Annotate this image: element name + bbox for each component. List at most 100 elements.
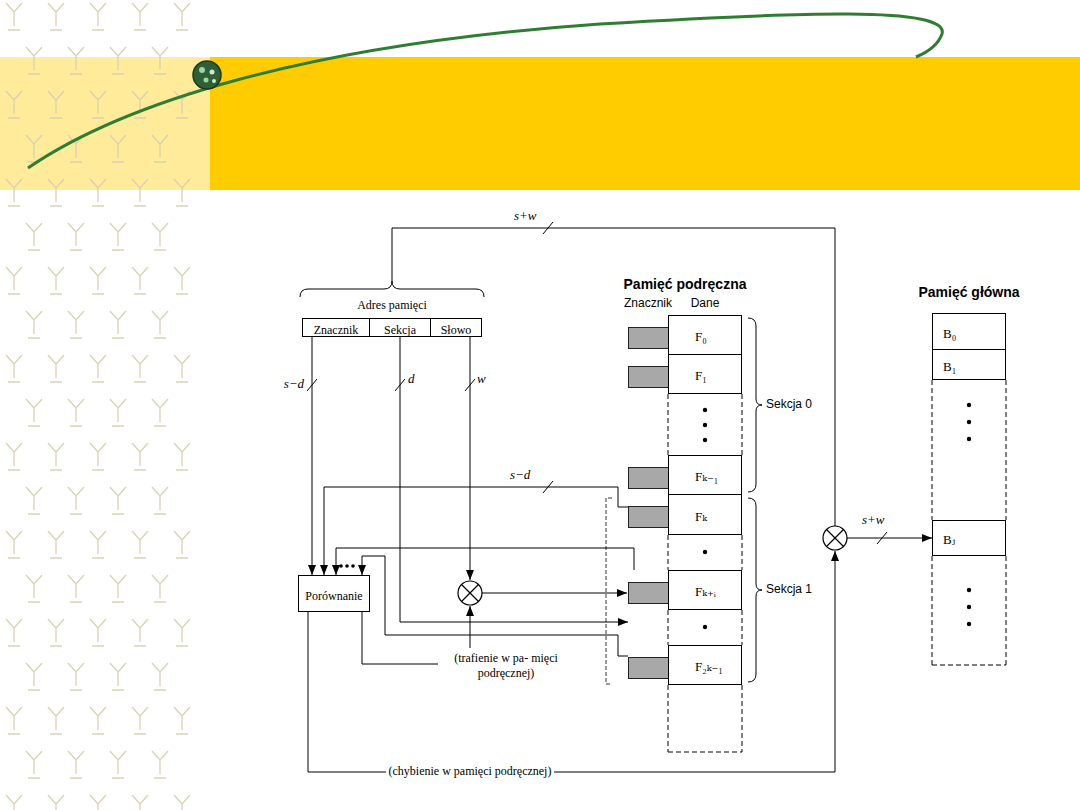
ellipsis-dot [703, 625, 707, 629]
bus-width: s+w [514, 208, 537, 223]
address-register: Adres pamięciZnacznikSekcjaSłowo [300, 281, 484, 337]
pattern-stroke [68, 663, 84, 690]
comparator-box: Porównanie [298, 575, 370, 612]
node-label: Porównanie [305, 588, 362, 604]
decor-spot [199, 67, 205, 73]
pattern-stroke [26, 751, 42, 778]
ellipsis-dot [703, 438, 707, 442]
bus-width: s+w [862, 512, 885, 527]
pattern-stroke [132, 707, 148, 734]
cache-line: F₂ₖ₋₁ [628, 645, 742, 685]
pattern-stroke [90, 443, 106, 470]
address-field: Słowo [430, 318, 482, 337]
pattern-stroke [90, 531, 106, 558]
data-field: Fₖ [668, 494, 742, 535]
cache-line: Fₖ [628, 494, 742, 535]
section-brace [748, 318, 762, 492]
pattern-stroke [6, 179, 22, 206]
cache-line: Fₖ₋₁ [628, 455, 742, 495]
address-brace [300, 281, 484, 297]
memory-block: B₀ [932, 313, 1006, 350]
pattern-stroke [152, 575, 168, 602]
ellipsis-dot [967, 437, 971, 441]
pattern-stroke [110, 751, 126, 778]
address-field: Znacznik [302, 318, 370, 337]
ellipsis-dot [703, 423, 707, 427]
group-heading: Pamięć podręczna [624, 276, 747, 292]
pattern-stroke [132, 179, 148, 206]
pattern-stroke [174, 267, 190, 294]
pattern-stroke [68, 311, 84, 338]
gate-symbol [823, 526, 847, 550]
pattern-stroke [90, 91, 106, 118]
pattern-stroke [174, 795, 190, 810]
miss-wire [308, 551, 835, 772]
cache-line: F₁ [628, 354, 742, 394]
ellipsis-dot [967, 622, 971, 626]
data-field: F₂ₖ₋₁ [668, 645, 742, 685]
pattern-stroke [152, 399, 168, 426]
node-label: Fₖ [695, 509, 707, 525]
pattern-stroke [132, 267, 148, 294]
pattern-stroke [48, 443, 64, 470]
pattern-stroke [90, 267, 106, 294]
pattern-stroke [152, 135, 168, 162]
pattern-stroke [132, 531, 148, 558]
pattern-stroke [152, 751, 168, 778]
connector [392, 228, 932, 538]
bus-width-slash [307, 222, 887, 544]
pattern-stroke [90, 619, 106, 646]
signal-note: (chybienie w pamięci podręcznej) [386, 764, 555, 779]
select-wire [482, 593, 627, 594]
pattern-stroke [110, 223, 126, 250]
data-field: F₁ [668, 354, 742, 394]
pattern-stroke [6, 443, 22, 470]
data-field: Fₖ₋₁ [668, 455, 742, 495]
ellipsis-dot [967, 420, 971, 424]
hit-wire [362, 612, 438, 664]
decor-curve [28, 14, 942, 168]
pattern-stroke [174, 3, 190, 30]
pattern-stroke [152, 487, 168, 514]
cache-line: Fₖ₊ᵢ [628, 570, 742, 610]
column-heading: Znacznik [624, 296, 672, 311]
bus-width: d [408, 371, 415, 386]
section-bracket [606, 498, 612, 684]
node-label: Sekcja [384, 322, 416, 338]
data-field: F₀ [668, 315, 742, 355]
pattern-stroke [110, 311, 126, 338]
pattern-stroke [174, 707, 190, 734]
pattern-stroke [110, 47, 126, 74]
gate-symbol [458, 581, 482, 605]
tag-field [628, 657, 668, 679]
connector [336, 548, 634, 575]
pattern-stroke [132, 795, 148, 810]
pattern-stroke [68, 399, 84, 426]
cache-line: F₀ [628, 315, 742, 355]
decor-ball [193, 61, 221, 89]
pattern-stroke [6, 267, 22, 294]
pattern-stroke [174, 179, 190, 206]
decor-spot [212, 79, 216, 83]
node-label: F₁ [695, 368, 707, 384]
pattern-stroke [90, 795, 106, 810]
pattern-stroke [152, 663, 168, 690]
pattern-stroke [174, 619, 190, 646]
pattern-stroke [6, 91, 22, 118]
word-wire [470, 337, 471, 580]
address-field: Sekcja [369, 318, 431, 337]
pattern-stroke [26, 135, 42, 162]
pattern-stroke [48, 707, 64, 734]
pattern-stroke [26, 223, 42, 250]
node-label: B₀ [943, 326, 956, 342]
decor-spot [210, 70, 215, 75]
group-heading: Pamięć główna [918, 284, 1019, 300]
main-memory: Pamięć głównaB₀B₁Bⱼ [932, 313, 1006, 665]
memory-block: B₁ [932, 349, 1006, 380]
node-label: Znacznik [314, 322, 359, 338]
decor-spot [204, 78, 209, 83]
pattern-stroke [26, 487, 42, 514]
pattern-stroke [152, 311, 168, 338]
pattern-stroke [132, 443, 148, 470]
